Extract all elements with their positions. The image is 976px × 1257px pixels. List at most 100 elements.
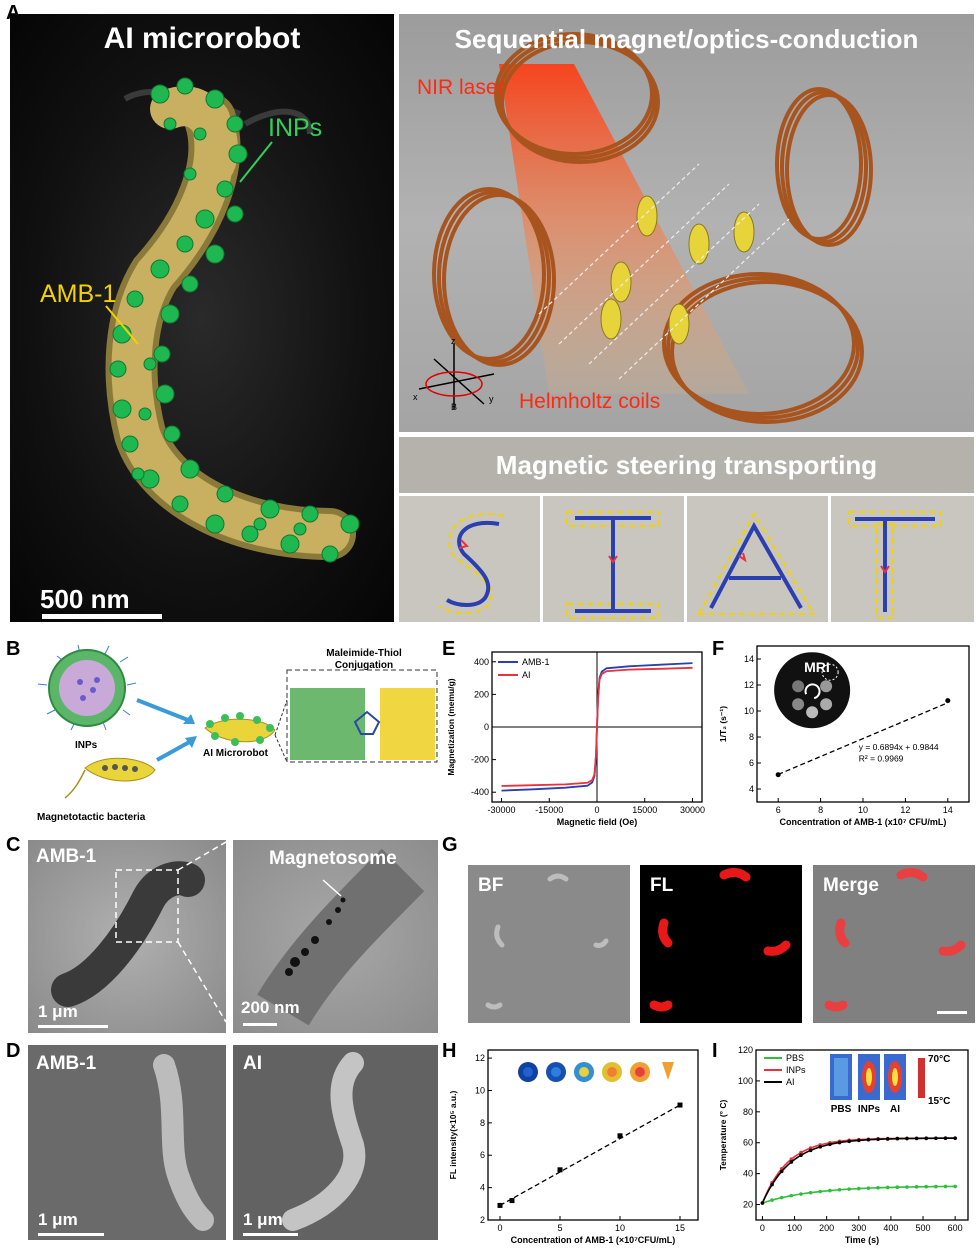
data-point	[876, 1137, 880, 1142]
conjugation-label-line1: Maleimide-Thiol	[326, 648, 402, 659]
data-point	[799, 1153, 803, 1158]
mri-well-highlight	[821, 663, 839, 681]
y-tick-label: 40	[743, 1169, 753, 1179]
data-point	[895, 1185, 900, 1190]
y-tick-label: 120	[738, 1045, 753, 1055]
y-axis-label: 1/T₂ (s⁻¹)	[718, 706, 728, 742]
data-point	[885, 1185, 890, 1190]
data-point	[856, 1138, 861, 1143]
thermal-label: INPs	[858, 1104, 881, 1115]
helmholtz-coils-illustration: Sequential magnet/optics-conduction NIR …	[399, 14, 974, 432]
data-point	[847, 1139, 851, 1144]
steering-letters-images	[399, 496, 974, 622]
y-tick-label: -200	[471, 755, 489, 765]
data-point	[799, 1150, 803, 1155]
y-tick-label: 10	[475, 1085, 485, 1095]
data-point	[953, 1184, 957, 1189]
data-point	[808, 1190, 813, 1195]
x-tick-label: 400	[883, 1223, 898, 1233]
x-axis-label: Concentration of AMB-1 (x10⁷ CFU/mL)	[780, 817, 947, 827]
x-axis-label: Concentration of AMB-1 (×10⁷CFU/mL)	[511, 1235, 676, 1245]
magnetosome-label: Magnetosome	[269, 848, 397, 869]
inps-label: INPs	[75, 740, 98, 751]
scale-bar-label: 500 nm	[40, 584, 130, 614]
mri-well	[806, 706, 819, 719]
x-tick-label: 14	[943, 805, 953, 815]
data-point	[837, 1187, 842, 1192]
fl-cells	[649, 867, 791, 1012]
y-tick-label: 8	[749, 732, 754, 742]
sequential-title: Sequential magnet/optics-conduction	[454, 24, 919, 54]
sem-amb1-drawing	[153, 1054, 214, 1231]
sem-image-ai: AI 1 μm	[233, 1045, 438, 1240]
sem-amb1-label: AMB-1	[36, 1053, 97, 1074]
legend-label: AMB-1	[522, 657, 550, 667]
x-tick-label: 30000	[680, 805, 705, 815]
x-tick-label: 5	[557, 1223, 562, 1233]
fl-label: FL	[650, 875, 674, 896]
merge-label: Merge	[823, 875, 879, 896]
data-point	[789, 1160, 794, 1164]
x-tick-label: 15000	[632, 805, 657, 815]
sem-ai-drawing	[282, 1052, 366, 1231]
data-point	[856, 1186, 861, 1191]
y-tick-label: 80	[743, 1107, 753, 1117]
merge-image: Merge	[813, 865, 975, 1023]
data-point	[828, 1188, 832, 1193]
legend-label: AI	[522, 670, 531, 680]
data-point	[876, 1185, 880, 1190]
inps-annotation: INPs	[268, 114, 323, 142]
axis-z-label: z	[451, 336, 456, 346]
data-point	[617, 1133, 623, 1139]
x-tick-label: 8	[818, 805, 823, 815]
data-point	[934, 1136, 938, 1141]
thermal-core	[866, 1068, 872, 1086]
data-point	[885, 1137, 890, 1141]
letters-drawing	[399, 496, 974, 622]
data-point	[914, 1185, 919, 1189]
y-tick-label: 4	[749, 784, 754, 794]
y-tick-label: 200	[474, 689, 489, 699]
data-point	[779, 1195, 784, 1200]
x-tick-label: 0	[497, 1223, 502, 1233]
y-axis-label: Temperature (° C)	[718, 1099, 728, 1170]
plot-frame	[487, 1049, 699, 1221]
y-tick-label: 60	[743, 1138, 753, 1148]
bf-cells	[485, 873, 609, 1010]
thermal-scale-bar	[918, 1058, 925, 1098]
tem-amb1-scale-label: 1 μm	[38, 1002, 78, 1021]
data-point	[497, 1202, 503, 1208]
data-point	[905, 1185, 909, 1189]
fl-well-inner	[551, 1067, 561, 1077]
helmholtz-coils-label: Helmholtz coils	[519, 390, 661, 413]
data-point	[509, 1198, 515, 1204]
y-tick-label: 12	[744, 680, 754, 690]
ai-microrobot-title: AI microrobot	[103, 22, 301, 55]
conjugation-label-line2: Conjugation	[334, 660, 394, 671]
x-tick-label: 10	[615, 1223, 625, 1233]
sem-amb1-scale-label: 1 μm	[38, 1210, 78, 1229]
sem-amb1-scale-bar	[38, 1233, 104, 1236]
schematic-drawing	[37, 644, 438, 799]
fl-well-inner	[523, 1067, 533, 1077]
legend-label: INPs	[786, 1065, 806, 1075]
x-tick-label: 600	[948, 1223, 963, 1233]
mri-inset-label: MRI	[804, 659, 830, 675]
y-tick-label: 6	[749, 758, 754, 768]
tem-amb1-label: AMB-1	[36, 846, 97, 867]
mri-well	[792, 698, 805, 711]
bf-image: BF	[468, 865, 630, 1023]
panel-label-e: E	[442, 638, 456, 660]
tem-amb1-drawing	[51, 841, 226, 1023]
y-axis-label: FL intensity(×10⁵ a.u.)	[448, 1091, 458, 1180]
data-point	[775, 772, 781, 778]
fl-well-inner	[607, 1067, 617, 1077]
data-point	[943, 1136, 948, 1141]
ai-microrobot-sem-image: AI microrobot INPs AMB-1 500 nm	[10, 14, 394, 622]
thermal-cold	[834, 1058, 848, 1096]
fl-well-inner	[579, 1067, 589, 1077]
y-tick-label: 14	[744, 654, 754, 664]
y-tick-label: -400	[471, 787, 489, 797]
panel-label-d: D	[6, 1040, 21, 1062]
